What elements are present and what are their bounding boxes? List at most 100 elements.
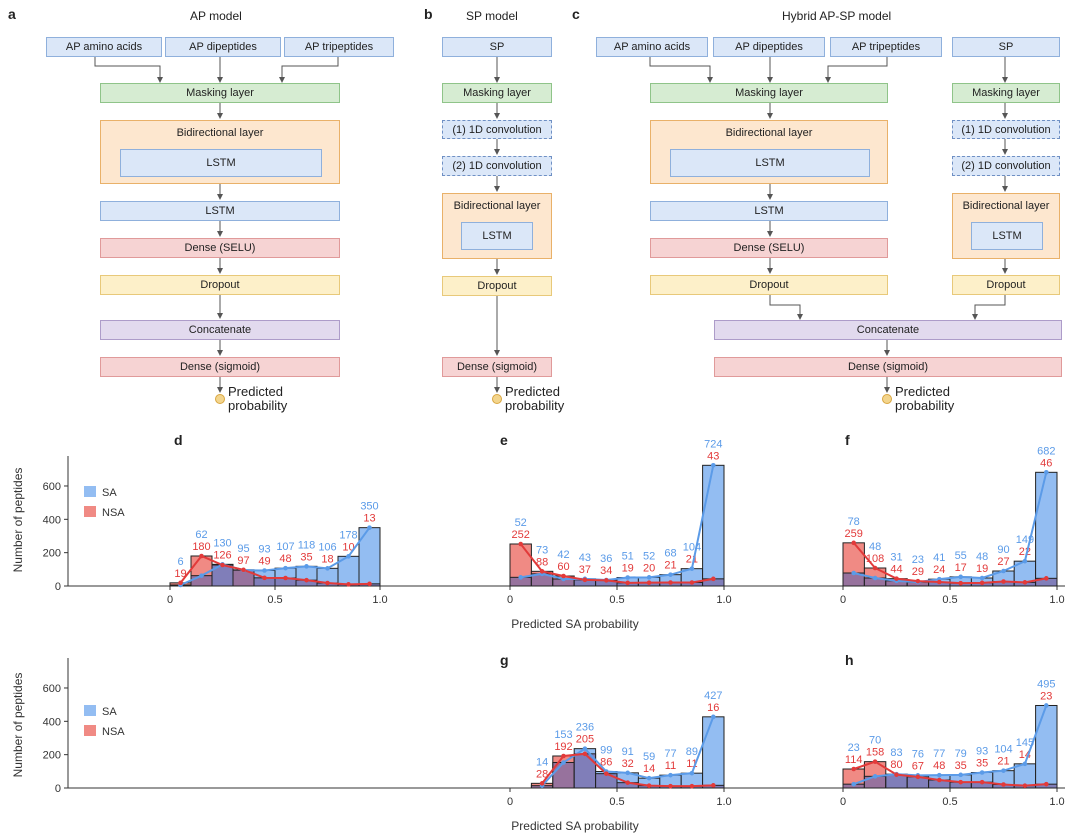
point-nsa bbox=[711, 783, 716, 788]
dropout-box: Dropout bbox=[650, 275, 888, 295]
point-nsa bbox=[241, 567, 246, 573]
data-label-sa: 73 bbox=[536, 544, 548, 556]
series-line-nsa bbox=[853, 760, 1047, 787]
data-label-sa: 130 bbox=[213, 537, 231, 549]
data-label-nsa: 158 bbox=[866, 747, 884, 759]
dropout-box: Dropout bbox=[442, 276, 552, 296]
dense-sigmoid-box: Dense (sigmoid) bbox=[714, 357, 1062, 377]
data-label-sa: 93 bbox=[258, 543, 270, 555]
point-sa bbox=[625, 770, 630, 776]
point-nsa bbox=[915, 578, 921, 584]
series-line-sa bbox=[853, 472, 1048, 584]
data-label-nsa: 80 bbox=[890, 759, 902, 771]
point-sa bbox=[283, 565, 288, 571]
x-tick-label: 0 bbox=[840, 796, 846, 808]
point-nsa bbox=[283, 575, 288, 581]
point-nsa bbox=[625, 580, 630, 586]
data-label-nsa: 24 bbox=[933, 564, 945, 576]
conv1d-box-1: (1) 1D convolution bbox=[952, 120, 1060, 139]
panel-letter-e: e bbox=[500, 432, 508, 448]
point-nsa bbox=[872, 759, 878, 764]
point-sa bbox=[958, 772, 963, 778]
point-sa bbox=[979, 770, 985, 775]
bidirectional-layer-box: Bidirectional layer LSTM bbox=[100, 120, 340, 184]
point-sa bbox=[1044, 703, 1049, 708]
data-label-nsa: 21 bbox=[664, 560, 676, 572]
bar-e bbox=[702, 464, 725, 587]
data-label-sa: 107 bbox=[276, 541, 294, 553]
data-label-nsa: 67 bbox=[912, 760, 924, 772]
point-nsa bbox=[668, 783, 673, 789]
point-nsa bbox=[668, 580, 673, 585]
data-label-sa: 51 bbox=[622, 550, 634, 562]
ap-tripeptides-box: AP tripeptides bbox=[830, 37, 942, 57]
point-sa bbox=[689, 566, 695, 571]
y-axis-label: Number of peptides bbox=[11, 673, 25, 778]
point-sa bbox=[262, 568, 267, 573]
data-label-sa: 23 bbox=[912, 554, 924, 566]
data-label-sa: 427 bbox=[704, 690, 722, 702]
point-nsa bbox=[582, 577, 588, 583]
data-label-sa: 62 bbox=[195, 529, 207, 541]
point-nsa bbox=[178, 580, 183, 586]
point-nsa bbox=[646, 580, 652, 585]
data-label-sa: 36 bbox=[600, 553, 612, 565]
point-nsa bbox=[711, 576, 716, 582]
data-label-sa: 91 bbox=[622, 746, 634, 758]
series-line-nsa bbox=[852, 542, 1047, 585]
legend-label-nsa: NSA bbox=[102, 726, 125, 738]
point-nsa bbox=[1001, 579, 1006, 584]
y-tick-label: 200 bbox=[43, 750, 61, 762]
data-label-sa: 76 bbox=[912, 748, 924, 760]
data-label-nsa: 37 bbox=[579, 564, 591, 576]
y-tick-label: 400 bbox=[43, 716, 61, 728]
x-tick-label: 1.0 bbox=[1049, 796, 1064, 808]
point-nsa bbox=[894, 576, 899, 581]
data-label-sa: 93 bbox=[976, 745, 988, 757]
masking-layer-box: Masking layer bbox=[442, 83, 552, 103]
point-nsa bbox=[518, 541, 523, 547]
data-label-nsa: 18 bbox=[321, 553, 333, 565]
point-nsa bbox=[604, 578, 609, 583]
dropout-box: Dropout bbox=[100, 275, 340, 295]
output-node-icon bbox=[492, 394, 502, 404]
data-label-nsa: 35 bbox=[300, 551, 312, 563]
data-label-sa: 48 bbox=[976, 551, 988, 563]
point-nsa bbox=[604, 771, 609, 776]
point-nsa bbox=[582, 751, 588, 757]
x-tick-label: 0.5 bbox=[267, 594, 282, 606]
data-label-nsa: 27 bbox=[997, 556, 1009, 568]
data-label-nsa: 43 bbox=[707, 450, 719, 462]
data-label-sa: 495 bbox=[1037, 678, 1055, 690]
data-label-nsa: 86 bbox=[600, 756, 612, 768]
data-label-nsa: 19 bbox=[174, 568, 186, 580]
data-label-sa: 23 bbox=[848, 742, 860, 754]
point-sa bbox=[582, 746, 588, 751]
series-line-sa bbox=[520, 465, 715, 582]
point-nsa bbox=[561, 573, 566, 579]
data-label-nsa: 46 bbox=[1040, 457, 1052, 469]
panel-letter-g: g bbox=[500, 652, 509, 668]
point-nsa bbox=[689, 783, 695, 789]
data-label-sa: 682 bbox=[1037, 445, 1055, 457]
panel-letter-c: c bbox=[572, 6, 580, 22]
x-tick-label: 1.0 bbox=[1049, 594, 1064, 606]
point-sa bbox=[958, 574, 963, 580]
data-label-nsa: 32 bbox=[622, 758, 634, 770]
point-nsa bbox=[539, 569, 545, 574]
data-label-nsa: 35 bbox=[976, 757, 988, 769]
data-label-sa: 14 bbox=[536, 756, 548, 768]
conv1d-box-2: (2) 1D convolution bbox=[442, 156, 552, 176]
bidirectional-layer-box-sp: Bidirectional layer LSTM bbox=[952, 193, 1060, 259]
lstm-box: LSTM bbox=[650, 201, 888, 221]
lstm-inner-box: LSTM bbox=[670, 149, 870, 177]
point-nsa bbox=[325, 580, 330, 586]
point-nsa bbox=[646, 783, 652, 788]
bidirectional-layer-label: Bidirectional layer bbox=[962, 200, 1050, 212]
panel-letter-a: a bbox=[8, 6, 16, 22]
x-tick-label: 1.0 bbox=[372, 594, 387, 606]
point-sa bbox=[979, 575, 985, 581]
point-nsa bbox=[1022, 580, 1028, 585]
data-label-sa: 43 bbox=[579, 552, 591, 564]
